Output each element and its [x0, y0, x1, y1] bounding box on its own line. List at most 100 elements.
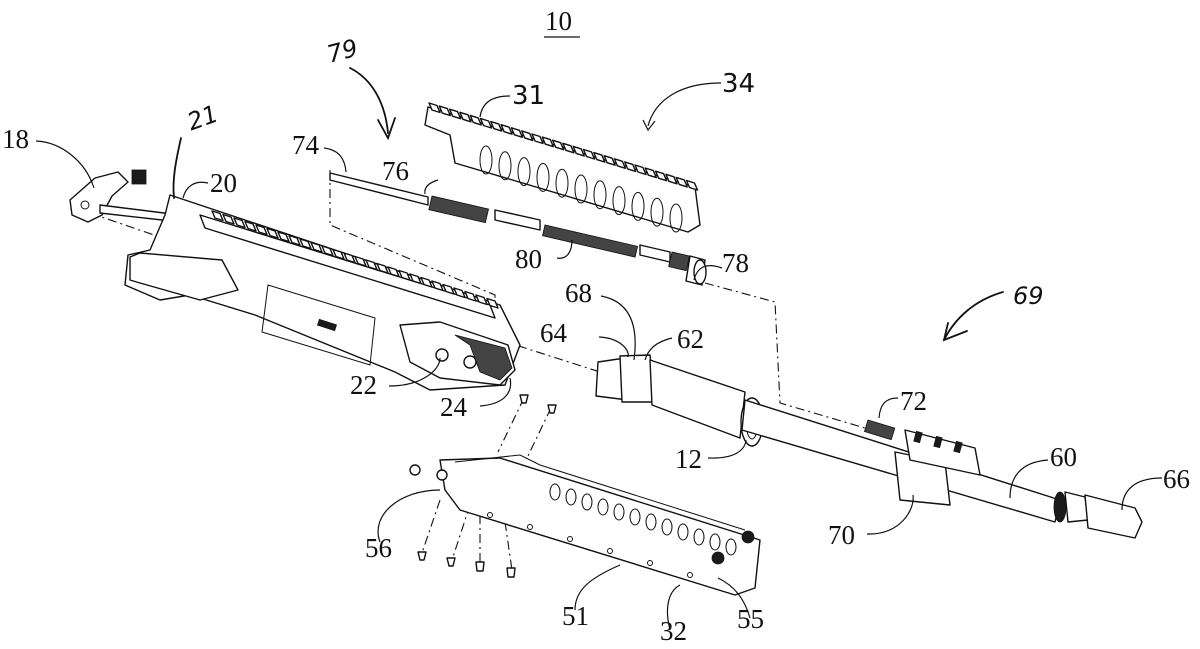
- vent-hole: [669, 203, 683, 233]
- piston-spring: [542, 224, 639, 258]
- rail-slot: [376, 262, 389, 274]
- label-22: 22: [350, 370, 377, 400]
- arrowhead-79: [377, 117, 396, 141]
- label-69: 69: [1013, 282, 1044, 310]
- rail-slot: [475, 294, 488, 306]
- rail-slot: [531, 133, 544, 145]
- screw-hole: [487, 512, 493, 518]
- centerline-receiver-to-barrel: [499, 339, 601, 373]
- figure-title: 10: [544, 6, 580, 38]
- rod-spring: [428, 195, 489, 224]
- leader-66: [1121, 477, 1163, 511]
- flash-hider-collar: [1053, 491, 1067, 523]
- vent-hole: [661, 518, 673, 536]
- rail-slot: [572, 145, 585, 157]
- label-70: 70: [828, 520, 855, 550]
- screw-hole: [687, 572, 693, 578]
- gas-plug: [863, 419, 896, 441]
- vent-hole: [498, 151, 512, 181]
- rail-slot: [624, 161, 637, 173]
- piston-neck: [639, 244, 671, 263]
- barrel-assembly: [595, 354, 1143, 539]
- arrowhead-69: [942, 322, 968, 342]
- rail-slot: [490, 120, 503, 132]
- vent-hole: [677, 523, 689, 541]
- barrel-nut-threads: [454, 334, 513, 381]
- rail-slot: [332, 248, 345, 260]
- centerline-piston-to-gasblock: [704, 282, 866, 429]
- rail-slot: [222, 213, 235, 225]
- label-18: 18: [2, 124, 29, 154]
- label-20: 20: [210, 168, 237, 198]
- charging-handle-latch: [131, 169, 147, 185]
- vent-hole: [650, 197, 664, 227]
- rail-slot: [442, 283, 455, 295]
- centerline-screw-2: [526, 407, 552, 459]
- leader-60: [1009, 459, 1049, 499]
- rail-slot: [354, 255, 367, 267]
- rail-slot: [211, 210, 224, 222]
- rail-slot: [244, 220, 257, 232]
- rail-slot: [387, 266, 400, 278]
- rail-slot: [593, 151, 606, 163]
- label-56: 56: [365, 533, 392, 563]
- front-screw-1: [741, 530, 755, 544]
- leader-lines: [35, 67, 1163, 631]
- upper-receiver: [69, 169, 521, 391]
- rail-slot: [562, 142, 575, 154]
- label-51: 51: [562, 601, 589, 631]
- centerline-screw-6: [504, 521, 513, 571]
- vent-hole: [612, 186, 626, 216]
- label-76: 76: [382, 156, 409, 186]
- rail-slot: [603, 155, 616, 166]
- leader-64: [598, 336, 629, 358]
- screw-hole: [647, 560, 653, 566]
- vent-hole: [549, 483, 561, 501]
- rail-slot: [582, 148, 596, 160]
- leader-34: [647, 82, 722, 127]
- charging-handle: [69, 169, 181, 223]
- rail-slot: [398, 269, 411, 281]
- vent-hole: [593, 180, 607, 210]
- screw-hole: [607, 548, 613, 554]
- handguard-screws: [417, 394, 557, 578]
- leader-80: [556, 239, 573, 259]
- leader-18: [35, 140, 95, 189]
- rail-slot: [654, 170, 668, 182]
- leader-55: [717, 577, 751, 619]
- label-66: 66: [1163, 464, 1190, 494]
- leader-68: [600, 295, 636, 361]
- rail-slot: [321, 245, 334, 257]
- vent-hole: [581, 493, 593, 511]
- vent-hole: [536, 162, 550, 192]
- gas-block-rail: [904, 429, 981, 476]
- rail-slot: [438, 105, 451, 117]
- lower-handguard-body: [439, 457, 761, 596]
- vent-hole: [631, 191, 645, 221]
- rail-slot: [420, 276, 433, 288]
- rail-slot: [431, 280, 444, 292]
- rail-slot: [288, 234, 301, 246]
- rail-slot: [613, 158, 627, 169]
- label-12: 12: [675, 444, 702, 474]
- label-64: 64: [540, 318, 568, 348]
- lower-handguard-vent-holes: [487, 483, 737, 578]
- rail-slot: [299, 238, 312, 250]
- centerline-screw-3: [421, 499, 441, 554]
- rail-slot: [277, 231, 290, 243]
- rail-slot: [464, 290, 477, 302]
- receiver-pin-2: [463, 355, 477, 369]
- label-72: 72: [900, 386, 927, 416]
- label-21: 21: [184, 100, 222, 137]
- vent-hole: [565, 488, 577, 506]
- barrel-taper: [649, 359, 746, 439]
- ejection-port: [261, 284, 376, 366]
- rail-slot: [486, 297, 499, 309]
- vent-hole: [479, 145, 493, 175]
- label-62: 62: [677, 324, 704, 354]
- rear-washer: [409, 464, 421, 476]
- label-80: 80: [515, 244, 542, 274]
- rail-slot: [644, 167, 657, 179]
- rail-slot: [310, 241, 323, 253]
- leader-12: [707, 439, 747, 459]
